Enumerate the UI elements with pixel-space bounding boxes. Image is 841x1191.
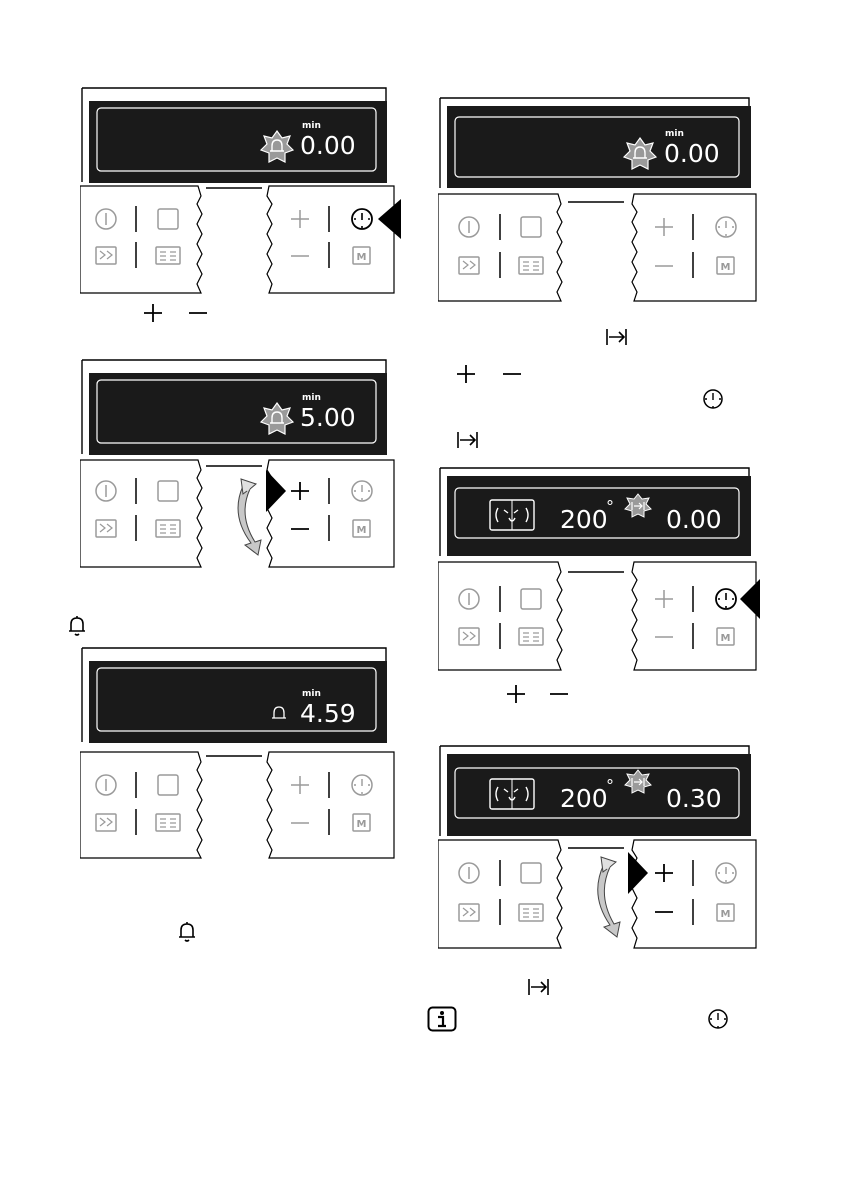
rotate-arrow-icon — [238, 479, 261, 555]
svg-text:M: M — [357, 252, 367, 263]
svg-text:M: M — [357, 525, 367, 536]
bell-icon — [176, 920, 198, 944]
minus-icon — [188, 303, 208, 323]
oven-panel-figure-5: 200 ° 0.00 M — [438, 466, 760, 678]
time-unit-label: min — [302, 393, 321, 403]
temperature-readout: 200 — [560, 505, 608, 534]
degree-symbol: ° — [606, 497, 614, 516]
oven-panel-figure-2: min 5.00 M — [80, 358, 402, 576]
clock-icon — [707, 1008, 729, 1030]
end-time-icon — [605, 327, 629, 347]
end-time-icon — [456, 430, 480, 450]
time-readout: 0.00 — [664, 139, 720, 168]
svg-text:M: M — [357, 819, 367, 830]
temperature-readout: 200 — [560, 784, 608, 813]
plus-icon — [456, 364, 476, 384]
svg-text:M: M — [721, 262, 731, 273]
time-readout: 0.00 — [666, 505, 722, 534]
time-unit-label: min — [302, 689, 321, 699]
time-readout: 0.00 — [300, 131, 356, 160]
info-icon — [427, 1006, 457, 1032]
minus-icon — [502, 364, 522, 384]
time-unit-label: min — [302, 121, 321, 131]
svg-text:M: M — [721, 909, 731, 920]
plus-icon — [143, 303, 163, 323]
end-time-icon — [527, 977, 551, 997]
time-unit-label: min — [665, 129, 684, 139]
time-readout: 4.59 — [300, 699, 356, 728]
rotate-arrow-icon — [598, 857, 620, 937]
oven-panel-figure-4: min 0.00 M — [438, 96, 760, 306]
clock-icon — [702, 388, 724, 410]
minus-icon — [549, 684, 569, 704]
time-readout: 0.30 — [666, 784, 722, 813]
oven-panel-figure-6: 200 ° 0.30 M — [438, 744, 760, 956]
plus-icon — [506, 684, 526, 704]
degree-symbol: ° — [606, 776, 614, 795]
oven-panel-figure-1: min 0.00 M — [80, 86, 402, 302]
bell-icon — [66, 614, 88, 638]
svg-text:M: M — [721, 633, 731, 644]
time-readout: 5.00 — [300, 403, 356, 432]
oven-panel-figure-3: min 4.59 M — [80, 646, 402, 862]
